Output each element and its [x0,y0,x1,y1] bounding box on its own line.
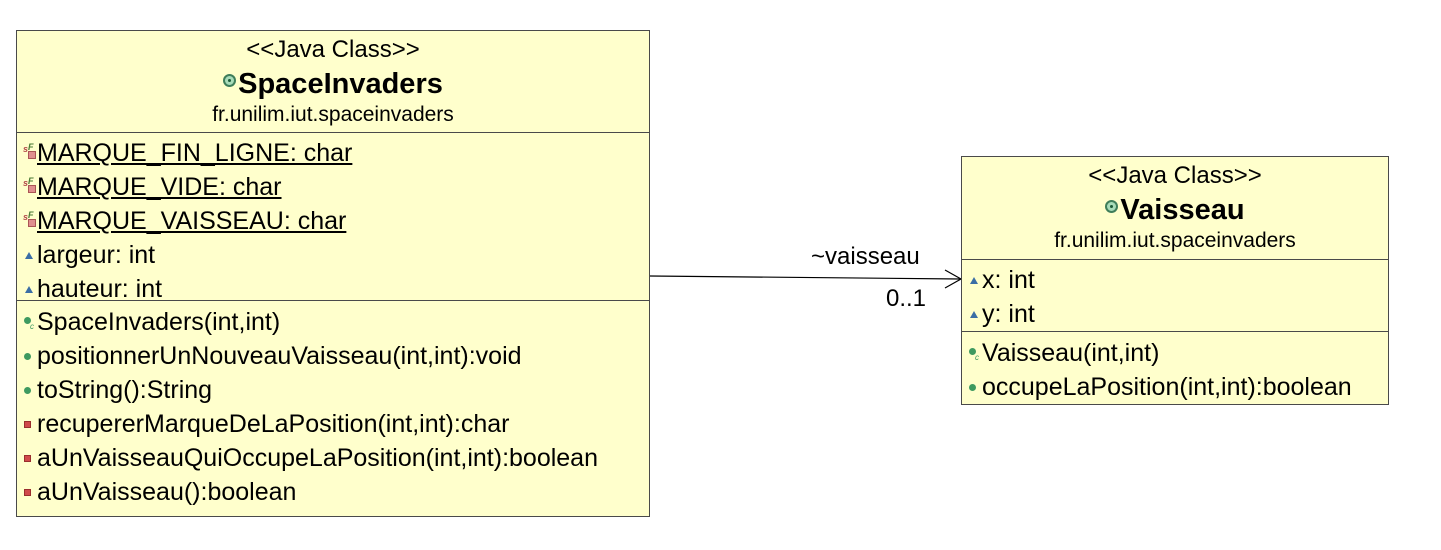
attribute-row[interactable]: x: int [968,263,1388,297]
package-visibility-icon [968,304,982,324]
class-package: fr.unilim.iut.spaceinvaders [1054,229,1296,252]
private-method-icon [23,414,37,434]
association-role-name: ~vaisseau [811,243,920,270]
operation-row[interactable]: recupererMarqueDeLaPosition(int,int):cha… [23,407,649,441]
constructor-icon [23,310,37,344]
attribute-row[interactable]: largeur: int [23,238,649,272]
attribute-row[interactable]: MARQUE_VAISSEAU: char [23,204,649,238]
package-visibility-icon [968,270,982,290]
attribute-row[interactable]: hauteur: int [23,272,649,306]
operation-row[interactable]: toString():String [23,373,649,407]
class-package: fr.unilim.iut.spaceinvaders [212,103,454,126]
static-final-field-icon [23,177,37,197]
class-header: <<Java Class>> Vaisseau fr.unilim.iut.sp… [962,157,1388,260]
class-icon [223,74,237,87]
class-vaisseau[interactable]: <<Java Class>> Vaisseau fr.unilim.iut.sp… [961,156,1389,405]
attributes-compartment: x: int y: int [962,260,1388,332]
class-header: <<Java Class>> SpaceInvaders fr.unilim.i… [17,31,649,133]
static-final-field-icon [23,211,37,231]
private-method-icon [23,448,37,468]
public-method-icon [23,346,37,366]
operation-row[interactable]: aUnVaisseauQuiOccupeLaPosition(int,int):… [23,441,649,475]
private-method-icon [23,482,37,502]
operations-compartment: SpaceInvaders(int,int) positionnerUnNouv… [17,301,649,513]
public-method-icon [23,380,37,400]
attributes-compartment: MARQUE_FIN_LIGNE: char MARQUE_VIDE: char… [17,133,649,303]
public-method-icon [968,377,982,397]
package-visibility-icon [23,279,37,299]
class-stereotype: <<Java Class>> [1088,162,1262,189]
attribute-row[interactable]: MARQUE_FIN_LIGNE: char [23,136,649,170]
class-name: SpaceInvaders [238,68,443,100]
class-icon [1105,200,1119,213]
attribute-row[interactable]: MARQUE_VIDE: char [23,170,649,204]
association-multiplicity: 0..1 [886,285,927,312]
constructor-icon [968,341,982,375]
operation-row[interactable]: positionnerUnNouveauVaisseau(int,int):vo… [23,339,649,373]
package-visibility-icon [23,245,37,265]
class-name: Vaisseau [1120,194,1245,226]
operation-row[interactable]: occupeLaPosition(int,int):boolean [968,370,1388,404]
static-final-field-icon [23,143,37,163]
class-stereotype: <<Java Class>> [246,36,420,63]
operation-row[interactable]: SpaceInvaders(int,int) [23,305,649,344]
class-spaceinvaders[interactable]: <<Java Class>> SpaceInvaders fr.unilim.i… [16,30,650,517]
operation-row[interactable]: Vaisseau(int,int) [968,336,1388,375]
operation-row[interactable]: aUnVaisseau():boolean [23,475,649,509]
association-edge [649,275,962,280]
attribute-row[interactable]: y: int [968,297,1388,331]
operations-compartment: Vaisseau(int,int) occupeLaPosition(int,i… [962,332,1388,408]
